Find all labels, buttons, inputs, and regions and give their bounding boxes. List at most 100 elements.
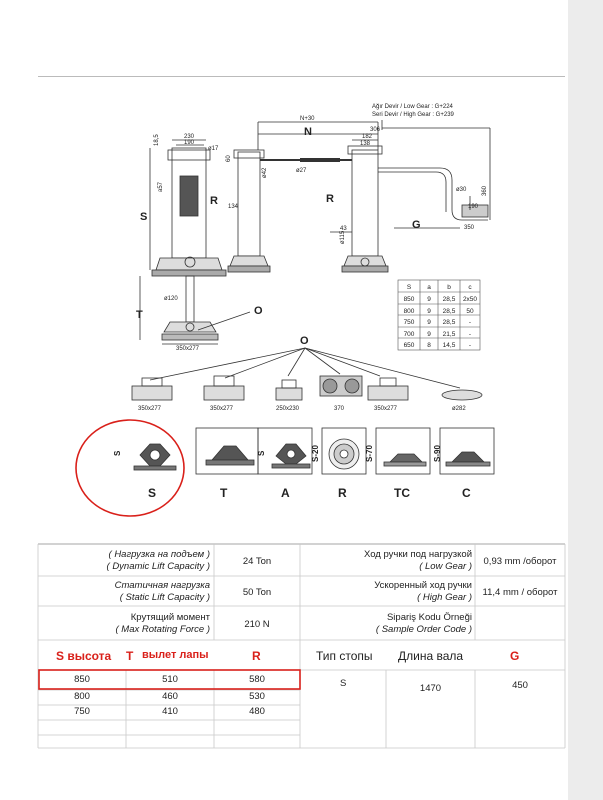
dim-table-cell: 21,5 xyxy=(443,331,456,338)
type-letter-c: C xyxy=(462,486,471,500)
spec-torque-en: ( Max Rotating Force ) xyxy=(115,624,211,635)
foot-variant-5 xyxy=(367,377,409,401)
spec-torque-value: 210 N xyxy=(244,619,270,630)
dim-350x277: 350x277 xyxy=(176,346,200,352)
dim-360: 360 xyxy=(482,185,488,196)
dim-table-cell: 9 xyxy=(427,308,431,315)
order-type-value: S xyxy=(340,678,347,689)
dim-table-cell: 800 xyxy=(404,308,415,315)
type-letter-t: T xyxy=(220,486,228,500)
dim-o115: ø115 xyxy=(340,230,346,244)
col-header-s: S высота xyxy=(56,649,112,663)
dim-o17: ø17 xyxy=(208,146,219,152)
type-t-foot xyxy=(205,445,255,466)
foot-dim-1: 350x277 xyxy=(138,406,162,412)
type-tc-foot xyxy=(383,453,427,467)
order-length-value: 1470 xyxy=(419,683,442,694)
dim-table-header: b xyxy=(447,284,451,291)
row-3-t: 410 xyxy=(162,706,178,717)
foot-dim-4: 370 xyxy=(334,406,345,412)
dim-190: 190 xyxy=(184,140,195,146)
letter-r: R xyxy=(210,195,218,207)
type-r-foot xyxy=(328,438,360,470)
gear-high-label: Seri Devir / High Gear : G+239 xyxy=(372,112,455,118)
type-letter-a: A xyxy=(281,486,290,500)
jack-right-body xyxy=(351,149,379,257)
row-1-s: 850 xyxy=(74,674,90,685)
col-header-g: G xyxy=(510,649,520,663)
foot-variant-3 xyxy=(275,379,303,401)
dim-table-cell: - xyxy=(469,331,471,338)
dim-o30: ø30 xyxy=(456,187,467,193)
row-3-r: 480 xyxy=(249,706,265,717)
dim-o42: ø42 xyxy=(262,167,268,178)
letter-t: T xyxy=(136,309,143,321)
type-side-s: S xyxy=(113,450,122,456)
spec-order-en: ( Sample Order Code ) xyxy=(375,624,472,635)
spec-highgear-ru: Ускоренный ход ручки xyxy=(374,580,472,591)
dim-table-cell: 14,5 xyxy=(443,342,456,349)
dim-n30: N+30 xyxy=(300,116,315,122)
type-side-a: S xyxy=(257,450,266,456)
page-edge xyxy=(568,0,603,800)
order-g-value: 450 xyxy=(512,680,528,691)
row-2-t: 460 xyxy=(162,691,178,702)
dim-table-cell: 750 xyxy=(404,319,415,326)
foot-dim-6: ø282 xyxy=(452,406,466,412)
row-1-r: 580 xyxy=(249,674,265,685)
letter-o-rays: O xyxy=(300,335,309,347)
dim-table-cell: 9 xyxy=(427,296,431,303)
type-letter-tc: TC xyxy=(394,486,410,500)
spec-static-ru: Статичная нагрузка xyxy=(114,580,210,591)
foot-dim-5: 350x277 xyxy=(374,406,398,412)
spec-lowgear-en: ( Low Gear ) xyxy=(419,561,472,572)
dim-table-cell: 28,5 xyxy=(443,308,456,315)
dim-table-cell: 28,5 xyxy=(443,296,456,303)
type-side-r: S-20 xyxy=(311,445,320,462)
type-letter-s: S xyxy=(148,486,156,500)
dim-table-cell: 850 xyxy=(404,296,415,303)
dim-table-header: c xyxy=(468,284,472,291)
top-rule xyxy=(38,76,565,77)
dim-table-cell: 8 xyxy=(427,342,431,349)
row-3-s: 750 xyxy=(74,706,90,717)
type-letter-r: R xyxy=(338,486,347,500)
type-c-foot xyxy=(445,451,491,467)
foot-dim-3: 250x230 xyxy=(276,406,300,412)
type-side-tc: S-70 xyxy=(365,445,374,462)
dim-table-cell: 700 xyxy=(404,331,415,338)
dim-190b: 190 xyxy=(468,204,479,210)
row-1-t: 510 xyxy=(162,674,178,685)
col-header-type: Тип стопы xyxy=(316,649,373,663)
dim-43: 43 xyxy=(340,226,347,232)
spec-highgear-en: ( High Gear ) xyxy=(417,592,472,603)
spec-static-en: ( Static Lift Capacity ) xyxy=(119,592,210,603)
dim-o120: ø120 xyxy=(164,296,178,302)
dim-table-cell: 28,5 xyxy=(443,319,456,326)
foot-variant-2 xyxy=(203,375,245,401)
foot-dim-2: 350x277 xyxy=(210,406,234,412)
highlight-circle xyxy=(75,419,185,517)
type-side-c: S-90 xyxy=(433,445,442,462)
spec-dynamic-en: ( Dynamic Lift Capacity ) xyxy=(106,561,210,572)
spec-static-value: 50 Ton xyxy=(242,587,272,598)
spec-torque-ru: Крутящий момент xyxy=(130,612,210,623)
spec-lowgear-ru: Ход ручки под нагрузкой xyxy=(364,549,472,560)
col-header-t: вылет лапы xyxy=(142,649,209,661)
letter-r-right: R xyxy=(326,193,334,205)
foot-variant-1 xyxy=(131,377,173,401)
col-header-length: Длина вала xyxy=(398,649,464,663)
spec-highgear-value: 11,4 mm / оборот xyxy=(482,587,558,598)
dim-230: 230 xyxy=(184,134,195,140)
dim-350: 350 xyxy=(464,225,475,231)
dim-a57: a57 xyxy=(158,181,164,192)
gear-low-label: Ağır Devir / Low Gear : G+224 xyxy=(372,104,454,110)
row-2-r: 530 xyxy=(249,691,265,702)
dim-table-cell: 650 xyxy=(404,342,415,349)
dim-table-header: a xyxy=(427,284,431,291)
dim-table-grid xyxy=(397,279,481,351)
technical-drawing: Ağır Devir / Low Gear : G+224 Seri Devir… xyxy=(75,104,495,517)
dim-table-cell: - xyxy=(469,319,471,326)
spec-lowgear-value: 0,93 mm /оборот xyxy=(483,556,557,567)
foot-variant-4 xyxy=(319,375,363,397)
